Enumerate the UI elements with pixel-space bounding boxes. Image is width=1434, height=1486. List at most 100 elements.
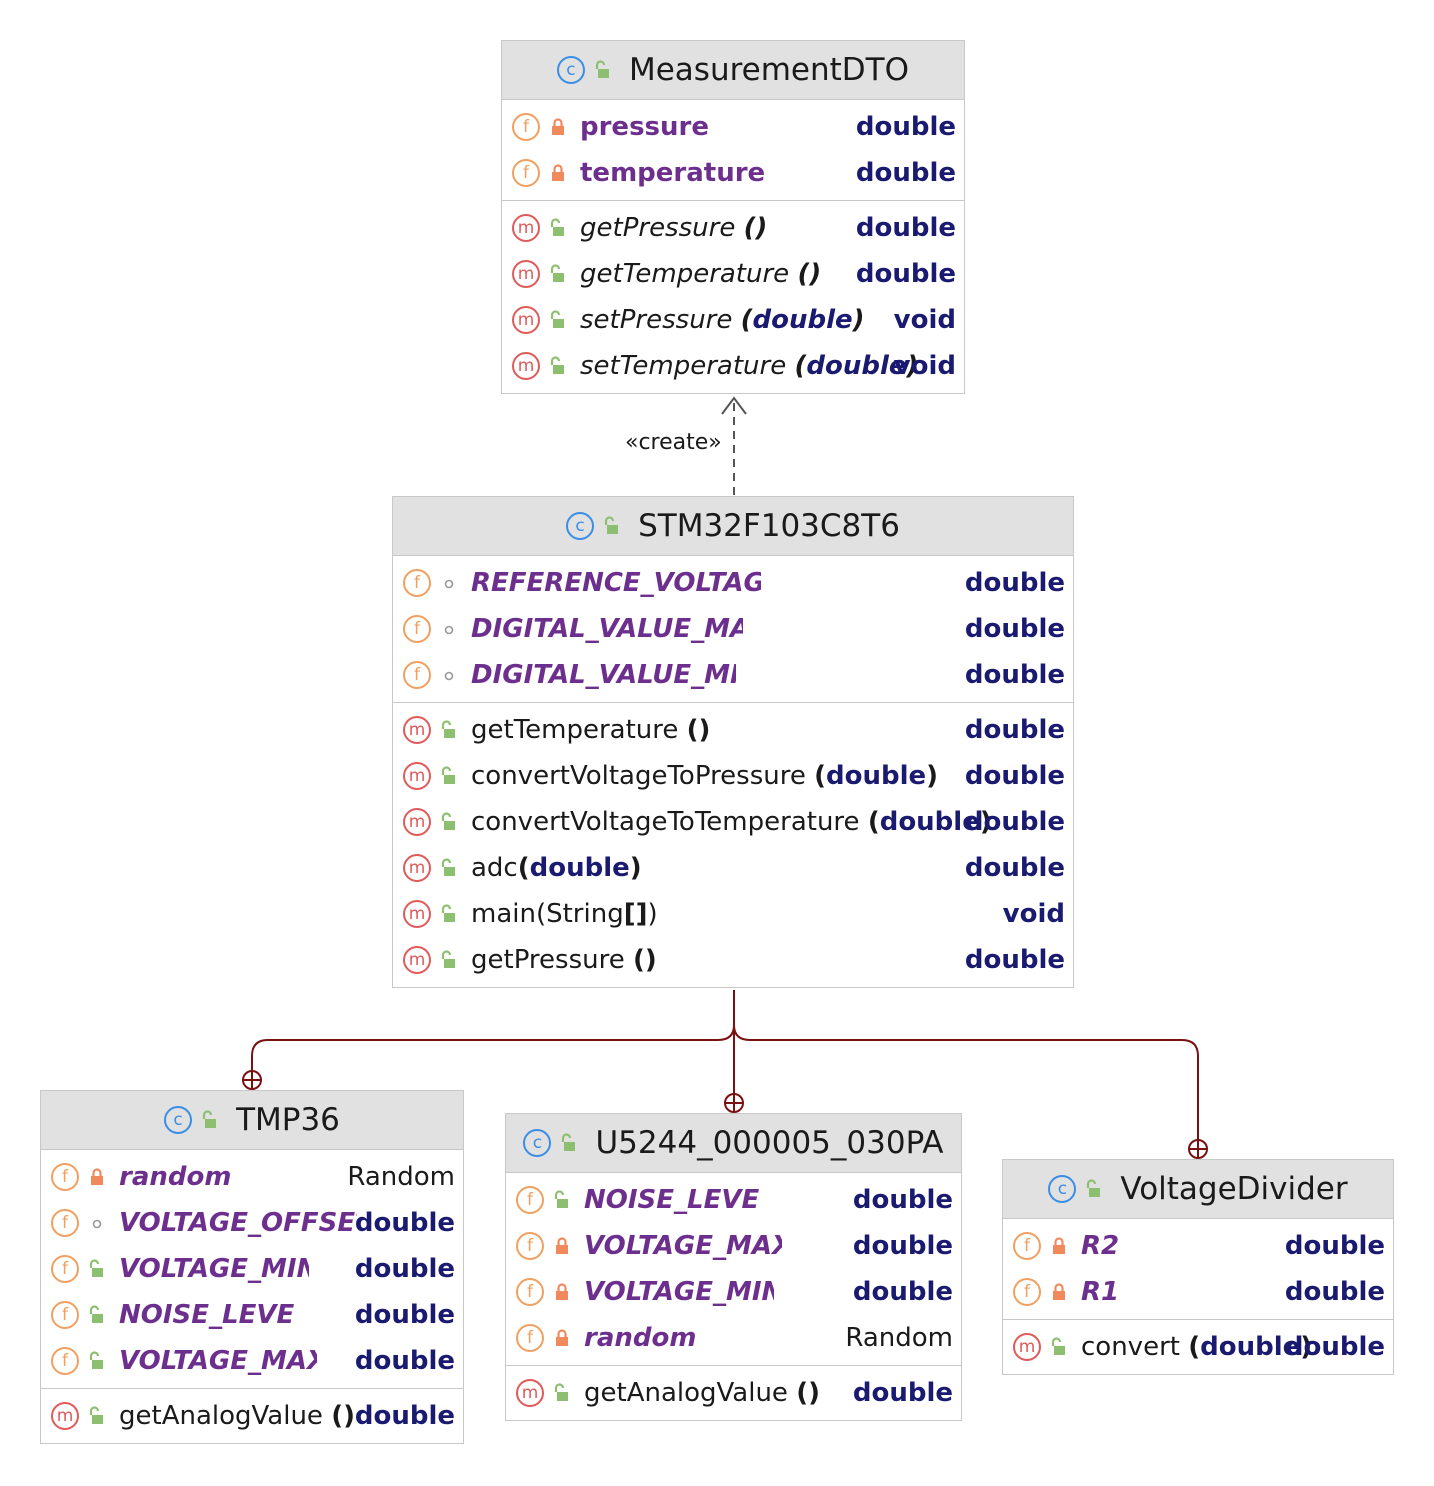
class-u5244-000005-030pa[interactable]: c U5244_000005_030PA f NOISE_LEVEL doubl…: [505, 1113, 962, 1421]
nested-connector-tmp36: [251, 990, 735, 1070]
field-type: double: [354, 1300, 455, 1330]
field-name: DIGITAL_VALUE_MI: [471, 660, 736, 690]
method-return-type: double: [1284, 1332, 1385, 1362]
public-lock-icon: [441, 950, 455, 968]
field-type: double: [964, 568, 1065, 598]
method-row[interactable]: m getPressure () double: [393, 937, 1073, 983]
field-name: VOLTAGE_OFFSET: [119, 1208, 357, 1238]
field-type: double: [855, 112, 956, 142]
field-icon: f: [512, 113, 540, 141]
method-return-type: double: [852, 1378, 953, 1408]
class-stm32f103c8t6[interactable]: c STM32F103C8T6 f REFERENCE_VOLTAG doubl…: [392, 496, 1074, 988]
field-row[interactable]: f DIGITAL_VALUE_MI double: [393, 652, 1073, 698]
methods-section: m getAnalogValue () double: [41, 1389, 463, 1443]
field-type: Random: [845, 1323, 953, 1353]
method-return-type: double: [354, 1401, 455, 1431]
public-lock-icon: [441, 858, 455, 876]
method-row[interactable]: m adc(double) double: [393, 845, 1073, 891]
class-voltage-divider[interactable]: c VoltageDivider f R2 double f R1 double…: [1002, 1159, 1394, 1375]
field-row[interactable]: f VOLTAGE_MAX double: [506, 1223, 961, 1269]
method-icon: m: [403, 762, 431, 790]
method-row[interactable]: m getAnalogValue () double: [506, 1370, 961, 1416]
method-icon: m: [403, 900, 431, 928]
class-measurement-dto[interactable]: c MeasurementDTO f pressure double f tem…: [501, 40, 965, 394]
field-row[interactable]: f VOLTAGE_OFFSET double: [41, 1200, 463, 1246]
class-title: VoltageDivider: [1120, 1171, 1348, 1207]
public-lock-icon: [550, 218, 564, 236]
field-icon: f: [516, 1278, 544, 1306]
class-title: STM32F103C8T6: [638, 508, 900, 544]
method-row[interactable]: m convertVoltageToTemperature (double) d…: [393, 799, 1073, 845]
field-row[interactable]: f R2 double: [1003, 1223, 1393, 1269]
class-header: c U5244_000005_030PA: [506, 1114, 961, 1173]
method-row[interactable]: m setTemperature (double) void: [502, 343, 964, 389]
method-name: main(String[]): [471, 899, 658, 929]
field-row[interactable]: f random Random: [506, 1315, 961, 1361]
public-lock-icon: [1087, 1179, 1101, 1197]
public-lock-icon: [554, 1383, 568, 1401]
method-row[interactable]: m getAnalogValue () double: [41, 1393, 463, 1439]
methods-section: m convert (double) double: [1003, 1320, 1393, 1374]
method-row[interactable]: m setPressure (double) void: [502, 297, 964, 343]
method-icon: m: [1013, 1333, 1041, 1361]
class-title: U5244_000005_030PA: [595, 1125, 944, 1161]
private-lock-icon: [1053, 1283, 1065, 1300]
field-type: double: [354, 1254, 455, 1284]
class-header: c VoltageDivider: [1003, 1160, 1393, 1219]
method-name: getAnalogValue (): [119, 1401, 355, 1431]
field-row[interactable]: f VOLTAGE_MAX double: [41, 1338, 463, 1384]
field-type: double: [354, 1346, 455, 1376]
package-private-dot-icon: [92, 1219, 102, 1229]
field-row[interactable]: f DIGITAL_VALUE_MA double: [393, 606, 1073, 652]
method-row[interactable]: m getTemperature () double: [502, 251, 964, 297]
field-type: double: [855, 158, 956, 188]
methods-section: m getAnalogValue () double: [506, 1366, 961, 1420]
field-icon: f: [51, 1209, 79, 1237]
method-icon: m: [512, 306, 540, 334]
method-row[interactable]: m convert (double) double: [1003, 1324, 1393, 1370]
field-type: double: [852, 1231, 953, 1261]
field-type: double: [964, 660, 1065, 690]
field-row[interactable]: f REFERENCE_VOLTAG double: [393, 560, 1073, 606]
public-lock-icon: [202, 1110, 217, 1128]
method-name: setPressure (double): [580, 305, 865, 335]
field-row[interactable]: f NOISE_LEVEL double: [506, 1177, 961, 1223]
method-return-type: double: [964, 945, 1065, 975]
field-row[interactable]: f VOLTAGE_MIN double: [506, 1269, 961, 1315]
field-type: Random: [347, 1162, 455, 1192]
field-icon: f: [516, 1186, 544, 1214]
public-lock-icon: [441, 904, 455, 922]
class-header: c MeasurementDTO: [502, 41, 964, 100]
field-name: temperature: [580, 158, 766, 188]
public-lock-icon: [89, 1406, 103, 1424]
field-icon: f: [516, 1324, 544, 1352]
field-type: double: [1284, 1277, 1385, 1307]
class-icon: c: [556, 56, 585, 84]
private-lock-icon: [552, 164, 564, 181]
class-header: c TMP36: [41, 1091, 463, 1150]
field-row[interactable]: f temperature double: [502, 150, 964, 196]
field-type: double: [1284, 1231, 1385, 1261]
method-name: getTemperature (): [580, 259, 822, 289]
method-return-type: double: [855, 259, 956, 289]
field-name: DIGITAL_VALUE_MA: [471, 614, 743, 644]
method-row[interactable]: m getPressure () double: [502, 205, 964, 251]
method-row[interactable]: m getTemperature () double: [393, 707, 1073, 753]
field-row[interactable]: f pressure double: [502, 104, 964, 150]
public-lock-icon: [441, 766, 455, 784]
field-icon: f: [51, 1301, 79, 1329]
method-icon: m: [512, 352, 540, 380]
field-type: double: [852, 1277, 953, 1307]
field-row[interactable]: f NOISE_LEVEL double: [41, 1292, 463, 1338]
field-row[interactable]: f VOLTAGE_MIN double: [41, 1246, 463, 1292]
field-row[interactable]: f R1 double: [1003, 1269, 1393, 1315]
private-lock-icon: [552, 118, 564, 135]
nested-connectors: [242, 990, 1208, 1159]
method-row[interactable]: m main(String[]) void: [393, 891, 1073, 937]
class-tmp36[interactable]: c TMP36 f random Random f VOLTAGE_OFFSET…: [40, 1090, 464, 1444]
package-private-dot-icon: [444, 625, 454, 635]
method-return-type: double: [964, 853, 1065, 883]
field-row[interactable]: f random Random: [41, 1154, 463, 1200]
method-row[interactable]: m convertVoltageToPressure (double) doub…: [393, 753, 1073, 799]
method-return-type: double: [964, 715, 1065, 745]
